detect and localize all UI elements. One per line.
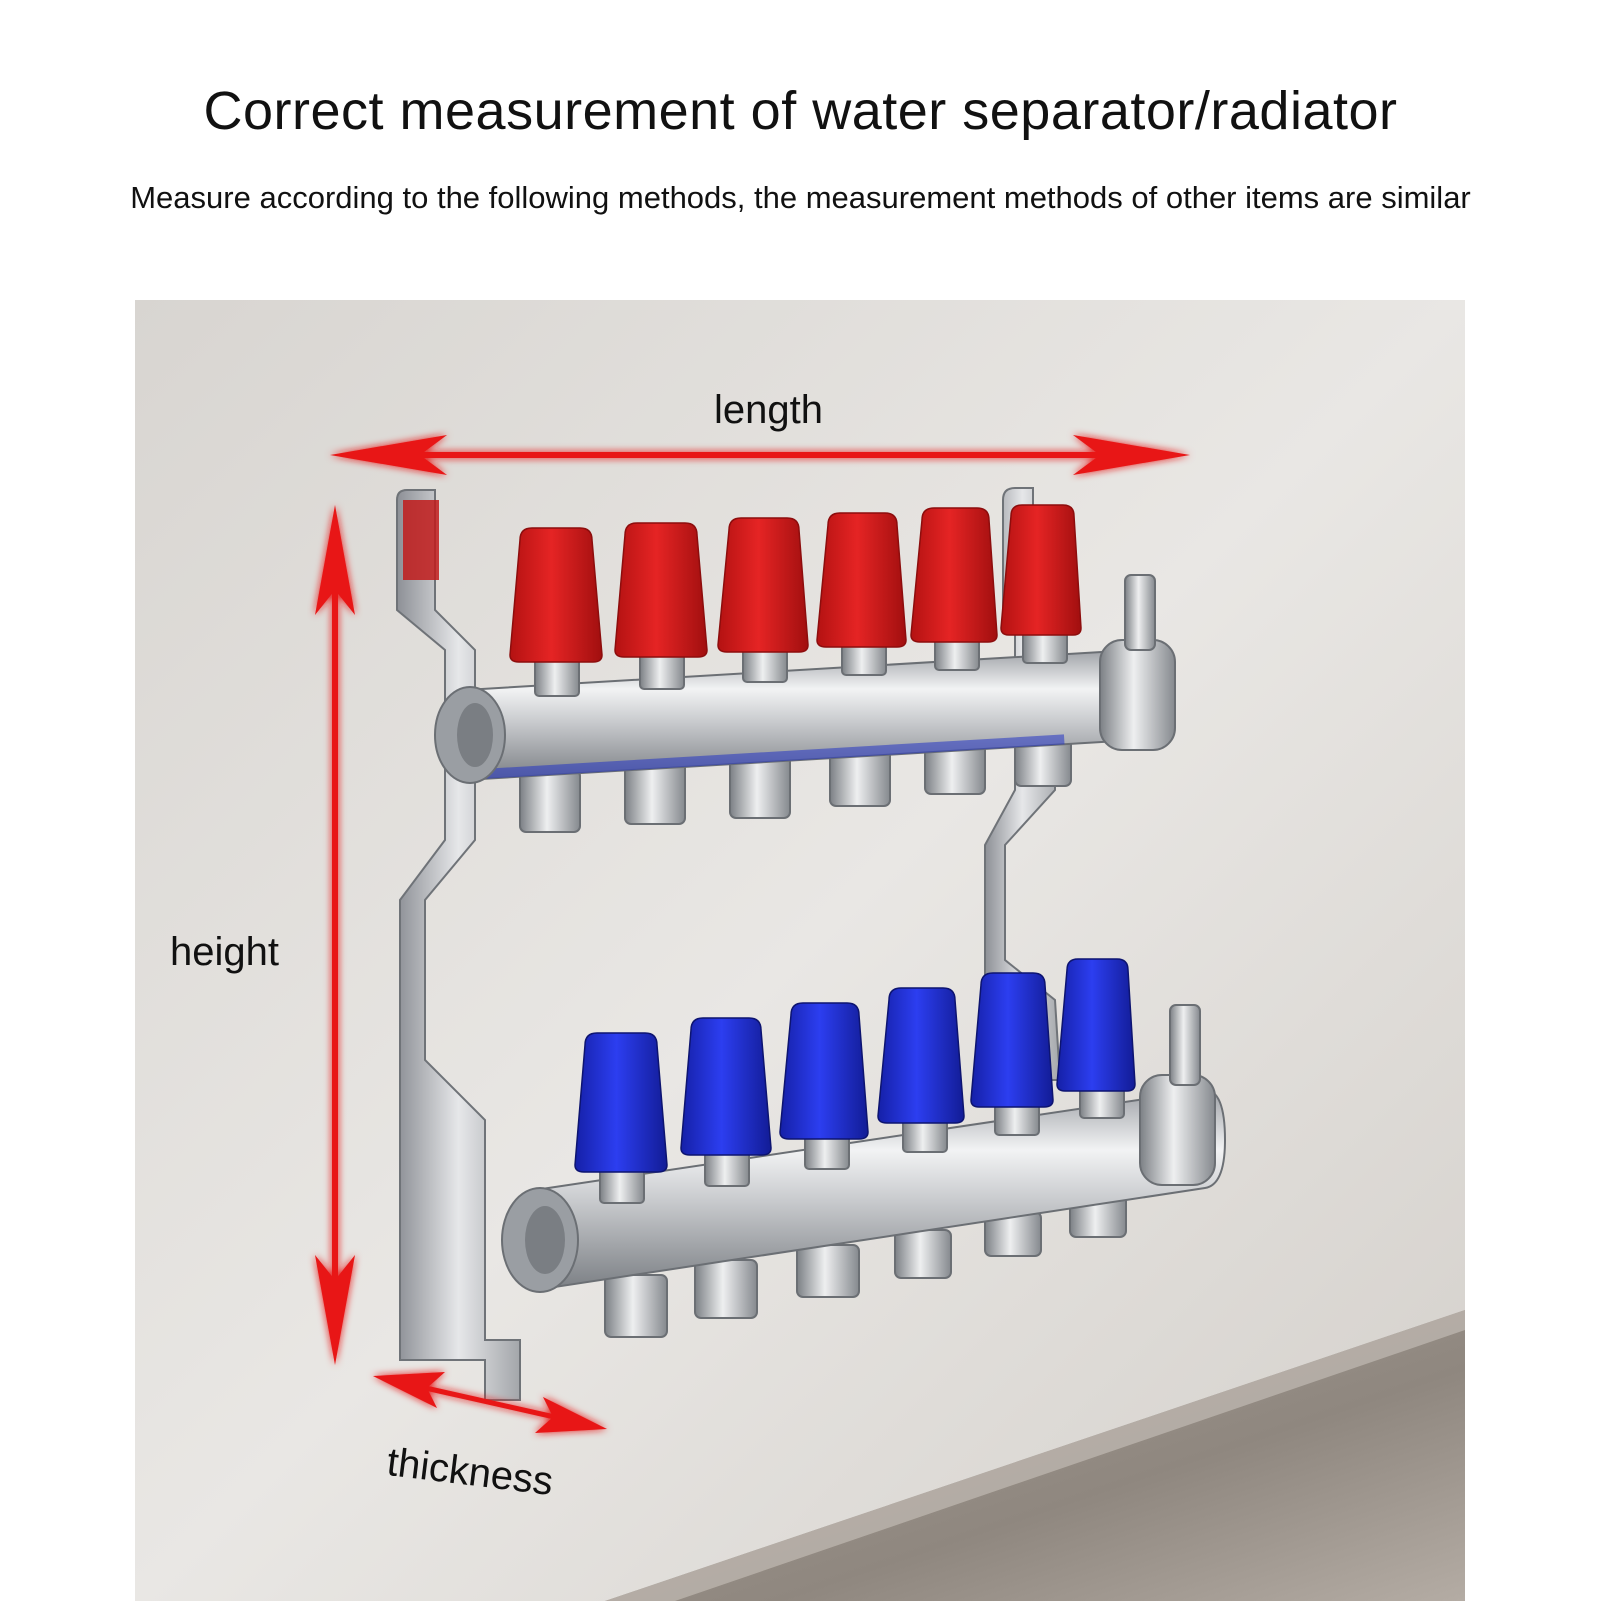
height-label: height	[170, 930, 279, 974]
page-subtitle: Measure according to the following metho…	[130, 180, 1471, 215]
blue-caps	[574, 958, 1136, 1173]
length-label: length	[714, 388, 823, 432]
thickness-arrow	[373, 1372, 607, 1433]
manifold-photo	[135, 300, 1465, 1601]
top-manifold	[434, 504, 1176, 833]
bottom-manifold	[501, 958, 1227, 1338]
left-bracket	[396, 489, 521, 1401]
red-caps	[509, 504, 1082, 663]
page-title: Correct measurement of water separator/r…	[203, 81, 1398, 141]
wall	[135, 300, 1465, 1601]
length-arrow	[330, 435, 1190, 475]
top-lower-fittings	[519, 737, 1072, 833]
height-arrow	[315, 505, 355, 1365]
